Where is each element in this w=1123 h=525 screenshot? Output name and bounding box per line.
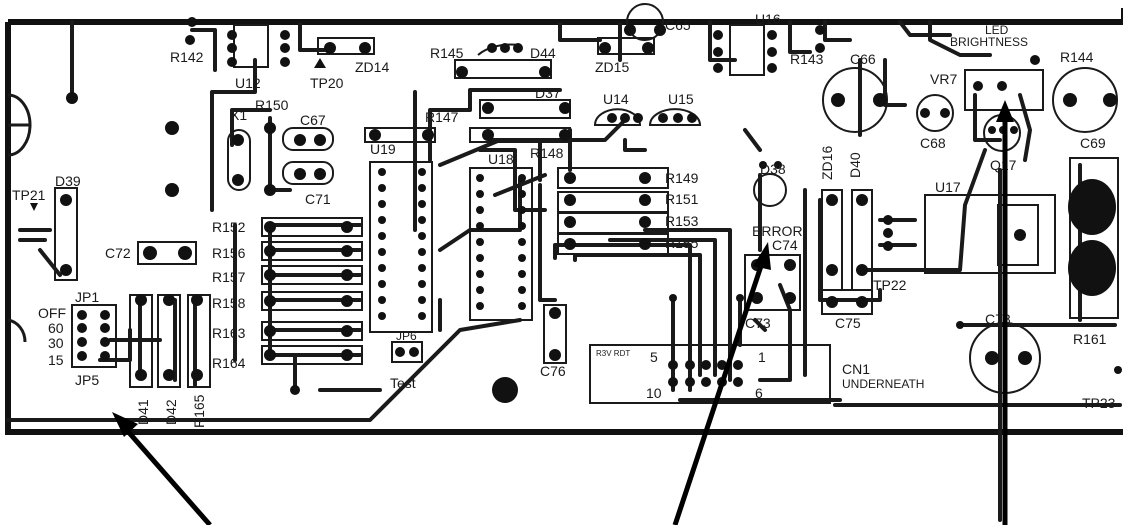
label-led-2: BRIGHTNESS [950,35,1028,49]
label-zd15: ZD15 [595,59,629,75]
label-r142: R142 [170,49,204,65]
label-u16: U16 [755,11,781,27]
solder-pads [60,17,1122,403]
label-r149: R149 [665,170,699,186]
label-cn1-note: R3V RDT [596,349,630,358]
annotation-arrows [112,100,1014,525]
label-c68: C68 [920,135,946,151]
label-jp-15: 15 [48,352,64,368]
label-d39: D39 [55,173,81,189]
label-r151: R151 [665,191,699,207]
label-r144: R144 [1060,49,1094,65]
label-r163: R163 [212,325,246,341]
label-cn1-pin10: 10 [646,385,662,401]
label-c69: C69 [1080,135,1106,151]
label-c73: C73 [745,315,771,331]
label-tp22: TP22 [873,277,907,293]
label-r148: R148 [530,145,564,161]
label-c76: C76 [540,363,566,379]
label-c71: C71 [305,191,331,207]
label-jp5: JP5 [75,372,99,388]
label-u14: U14 [603,91,629,107]
label-r143: R143 [790,51,824,67]
label-d41: D41 [135,399,151,425]
label-d37: D37 [535,85,561,101]
label-r152: R152 [212,219,246,235]
label-jp-60: 60 [48,320,64,336]
arrow-brightness [996,100,1014,525]
label-tp23: TP23 [1082,395,1116,411]
label-u15: U15 [668,91,694,107]
label-r157: R157 [212,269,246,285]
silkscreen-labels: R142 U12 TP20 ZD14 R145 D44 ZD15 C65 U16… [12,11,1116,428]
label-c74: C74 [772,237,798,253]
label-u17: U17 [935,179,961,195]
label-cn1-pin1: 1 [758,349,766,365]
label-error: ERROR [752,223,803,239]
label-jp-test-1: JP6 [396,329,417,343]
label-cn1-pin5: 5 [650,349,658,365]
label-led-1: LED [985,23,1009,37]
label-r158: R158 [212,295,246,311]
label-jp-30: 30 [48,335,64,351]
label-jp-test-2: Test [390,375,416,391]
arrow-error-led [672,242,771,525]
label-r161: R161 [1073,331,1107,347]
label-c65: C65 [665,17,691,33]
label-r145: R145 [430,45,464,61]
label-cn1-pin6: 6 [755,385,763,401]
label-c66: C66 [850,51,876,67]
label-zd14: ZD14 [355,59,389,75]
traces [6,20,1122,522]
label-tp21: TP21 [12,187,46,203]
arrow-jumper [112,412,212,525]
label-jp-off: OFF [38,305,66,321]
label-d44: D44 [530,45,556,61]
label-r156: R156 [212,245,246,261]
component-outlines [54,3,1119,404]
label-r155: R155 [665,235,699,251]
label-vr7: VR7 [930,71,957,87]
label-r165: R165 [191,394,207,428]
label-r164: R164 [212,355,246,371]
label-zd16: ZD16 [819,146,835,180]
label-c67: C67 [300,112,326,128]
label-jp1: JP1 [75,289,99,305]
label-r153: R153 [665,213,699,229]
label-d38: D38 [760,161,786,177]
label-r150: R150 [255,97,289,113]
label-u19: U19 [370,141,396,157]
label-tp20: TP20 [310,75,344,91]
label-cn1: CN1 [842,361,870,377]
label-d40: D40 [847,152,863,178]
label-x1: X1 [230,107,247,123]
label-r147: R147 [425,109,459,125]
label-u18: U18 [488,151,514,167]
test-point-markers [30,58,326,211]
left-edge-components [7,93,32,343]
label-c75: C75 [835,315,861,331]
label-c72: C72 [105,245,131,261]
label-d42: D42 [163,399,179,425]
label-underneath: UNDERNEATH [842,377,924,391]
label-u12: U12 [235,75,261,91]
